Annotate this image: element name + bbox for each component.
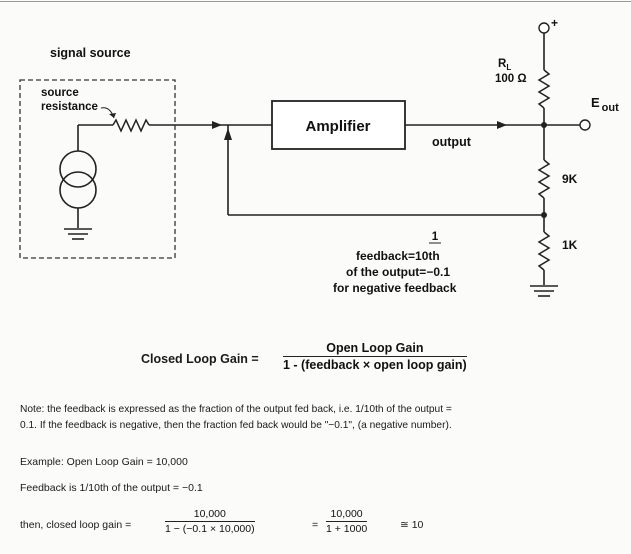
- example-line-1: Example: Open Loop Gain = 10,000: [20, 456, 188, 468]
- example-result: ≅ 10: [400, 519, 424, 531]
- example-equals: =: [312, 519, 319, 531]
- example-fraction-2: 10,000 1 + 1000: [326, 508, 368, 535]
- feedback-line-2: of the output=−0.1: [346, 265, 450, 279]
- formula-lhs: Closed Loop Gain =: [141, 352, 259, 366]
- ground-symbol-source: [64, 228, 92, 240]
- example-fraction-1: 10,000 1 − (−0.1 × 10,000): [165, 508, 255, 535]
- r1k-label: 1K: [562, 238, 578, 252]
- ground-symbol-output: [530, 285, 558, 297]
- plus-terminal: [538, 22, 550, 34]
- note-paragraph: Note: the feedback is expressed as the f…: [20, 402, 620, 434]
- feedback-fraction-top: 1: [432, 231, 439, 243]
- example-fraction-1-den: 1 − (−0.1 × 10,000): [165, 523, 255, 535]
- signal-source-box: [19, 79, 176, 259]
- source-resistance-label-2: resistance: [41, 101, 98, 113]
- rl-value: 100 Ω: [495, 73, 527, 85]
- example-fraction-2-num: 10,000: [326, 508, 368, 522]
- output-junction: [541, 122, 547, 128]
- formula-numerator: Open Loop Gain: [283, 341, 467, 357]
- formula-denominator: 1 - (feedback × open loop gain): [283, 358, 467, 372]
- r9k-label: 9K: [562, 172, 578, 186]
- rl-label: RL: [498, 58, 511, 72]
- example-line-2: Feedback is 1/10th of the output = −0.1: [20, 482, 203, 494]
- eout-terminal: [579, 119, 591, 131]
- note-line-2: 0.1. If the feedback is negative, then t…: [20, 420, 452, 431]
- source-resistance-label: source: [41, 87, 79, 99]
- plus-label: +: [551, 16, 558, 30]
- current-source-symbol: [59, 124, 113, 228]
- output-arrow: [497, 121, 507, 129]
- rl-resistor: [537, 69, 551, 109]
- formula-fraction: Open Loop Gain 1 - (feedback × open loop…: [283, 341, 467, 372]
- pointer-arrowhead: [109, 113, 116, 118]
- then-label: then, closed loop gain =: [20, 519, 132, 531]
- source-resistor: [112, 118, 150, 133]
- note-line-1: Note: the feedback is expressed as the f…: [20, 404, 452, 415]
- input-arrow: [212, 121, 222, 129]
- feedback-line-1: feedback=10th: [356, 249, 440, 263]
- example-fraction-1-num: 10,000: [165, 508, 255, 522]
- amplifier-label: Amplifier: [305, 118, 370, 135]
- feedback-line-3: for negative feedback: [333, 281, 457, 295]
- feedback-arrow: [224, 128, 232, 140]
- r1k-resistor: [537, 231, 551, 271]
- signal-source-label: signal source: [50, 46, 131, 60]
- output-label: output: [432, 135, 472, 149]
- r9k-resistor: [537, 159, 551, 199]
- example-fraction-2-den: 1 + 1000: [326, 523, 368, 535]
- source-resistance-pointer: [100, 107, 115, 119]
